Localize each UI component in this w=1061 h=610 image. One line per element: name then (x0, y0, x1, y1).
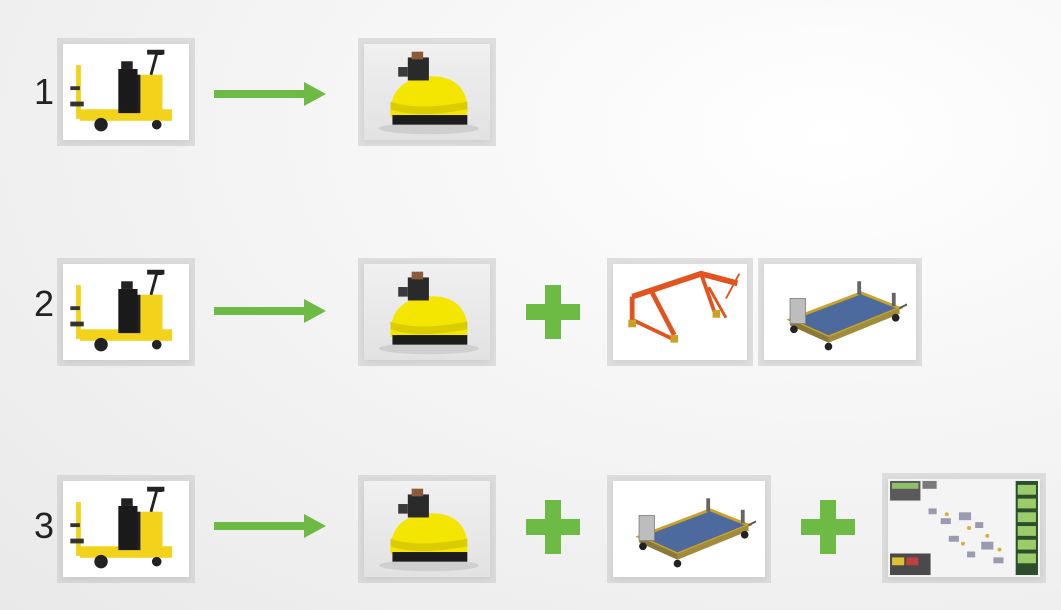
fleet-software-screen-icon (888, 479, 1040, 577)
agv-robot-icon (364, 481, 490, 577)
arrow-right-icon (214, 80, 326, 108)
agv-robot-icon (364, 44, 490, 140)
tugger-truck-icon (63, 264, 189, 360)
step-number: 1 (34, 74, 54, 110)
agv-robot-icon (364, 264, 490, 360)
cart-platform-icon (613, 481, 765, 577)
tugger-truck-icon (63, 44, 189, 140)
arrow-right-icon (214, 512, 326, 540)
cart-platform-icon (764, 264, 916, 360)
plus-icon (526, 285, 580, 339)
arrow-right-icon (214, 297, 326, 325)
step-number: 2 (34, 286, 54, 322)
tugger-truck-icon (63, 481, 189, 577)
orange-frame-icon (613, 264, 747, 360)
plus-icon (526, 500, 580, 554)
step-number: 3 (34, 508, 54, 544)
plus-icon (801, 500, 855, 554)
